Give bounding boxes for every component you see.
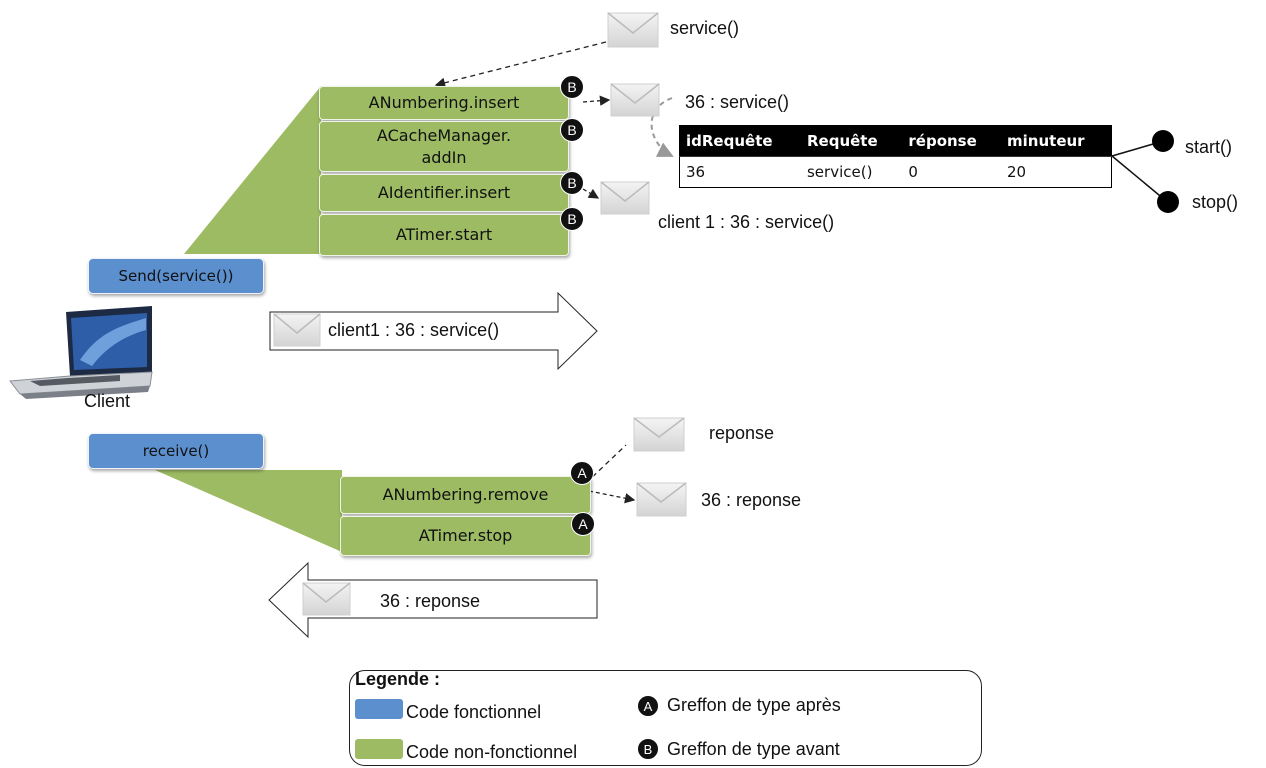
legend-functional-label: Code fonctionnel (406, 702, 542, 722)
legend-title: Legende : (355, 669, 441, 689)
table-header-cell: Requête (800, 125, 903, 157)
table-header-cell: réponse (902, 125, 1002, 157)
table-cell: 0 (902, 156, 1002, 188)
right-arrow-shape (269, 291, 598, 371)
timer-stop-label: stop() (1192, 192, 1239, 212)
advice-anumbering-remove: ANumbering.remove (340, 476, 591, 514)
message-36-service: 36 : service() (685, 92, 790, 112)
message-service: service() (670, 18, 740, 38)
connector-remove-to-36reponse (588, 490, 636, 504)
message-client1-36-service: client 1 : 36 : service() (658, 212, 835, 232)
envelope-arrow-left-icon (302, 582, 351, 616)
table-cell: 36 (679, 156, 801, 188)
envelope-top-icon (607, 12, 659, 48)
envelope-service36-icon (610, 83, 660, 117)
message-36-reponse: 36 : reponse (701, 490, 802, 510)
message-reponse: reponse (709, 423, 775, 443)
arrow-right-label: client1 : 36 : service() (328, 320, 500, 340)
legend-after-badge-icon: A (637, 695, 659, 717)
receive-funnel (155, 470, 342, 552)
advice-anumbering-insert: ANumbering.insert (319, 86, 569, 120)
functional-send: Send(service()) (88, 258, 264, 294)
before-badge-icon: B (560, 207, 584, 231)
left-arrow-shape (268, 561, 598, 639)
table-cell: service() (800, 156, 903, 188)
arrow-left-label: 36 : reponse (380, 591, 481, 611)
timer-stop-dot (1157, 191, 1179, 213)
legend-non-functional-swatch (355, 739, 403, 759)
functional-receive: receive() (88, 433, 264, 469)
timer-start-dot (1152, 130, 1174, 152)
client-label: Client (84, 391, 131, 411)
legend-before-badge-icon: B (637, 738, 659, 760)
before-badge-icon: B (560, 118, 584, 142)
envelope-arrow-right-icon (273, 313, 321, 347)
before-badge-icon: B (560, 171, 584, 195)
legend-functional-swatch (355, 699, 403, 719)
table-cell: 20 (1001, 156, 1112, 188)
request-table: idRequête Requête réponse minuteur 36 se… (679, 125, 1112, 188)
connector-insert-to-msg (582, 95, 611, 106)
envelope-reponse-icon (633, 417, 685, 452)
envelope-client1-icon (600, 181, 650, 215)
laptop-icon (9, 306, 153, 399)
advice-atimer-start: ATimer.start (319, 214, 569, 256)
timer-line-stop (1111, 155, 1166, 201)
connector-service-to-insert (434, 41, 607, 88)
connector-msg-to-table (650, 97, 674, 157)
table-row: 36 service() 0 20 (679, 156, 1112, 188)
envelope-36reponse-icon (636, 482, 687, 517)
table-header-cell: minuteur (1001, 125, 1112, 157)
after-badge-icon: A (570, 461, 594, 485)
table-header-cell: idRequête (679, 125, 801, 157)
connector-identifier-to-msg (582, 188, 600, 199)
timer-line-start (1111, 141, 1161, 157)
timer-start-label: start() (1185, 137, 1232, 157)
advice-aidentifier-insert: AIdentifier.insert (319, 174, 569, 212)
legend-before-label: Greffon de type avant (667, 739, 840, 759)
advice-acachemanager-addin: ACacheManager. addIn (319, 121, 569, 172)
send-funnel (184, 86, 321, 254)
advice-atimer-stop: ATimer.stop (340, 516, 591, 556)
after-badge-icon: A (571, 512, 595, 536)
table-header-row: idRequête Requête réponse minuteur (679, 125, 1112, 157)
legend-after-label: Greffon de type après (667, 695, 841, 715)
legend-box (349, 670, 982, 766)
before-badge-icon: B (560, 75, 584, 99)
legend-non-functional-label: Code non-fonctionnel (406, 742, 578, 762)
